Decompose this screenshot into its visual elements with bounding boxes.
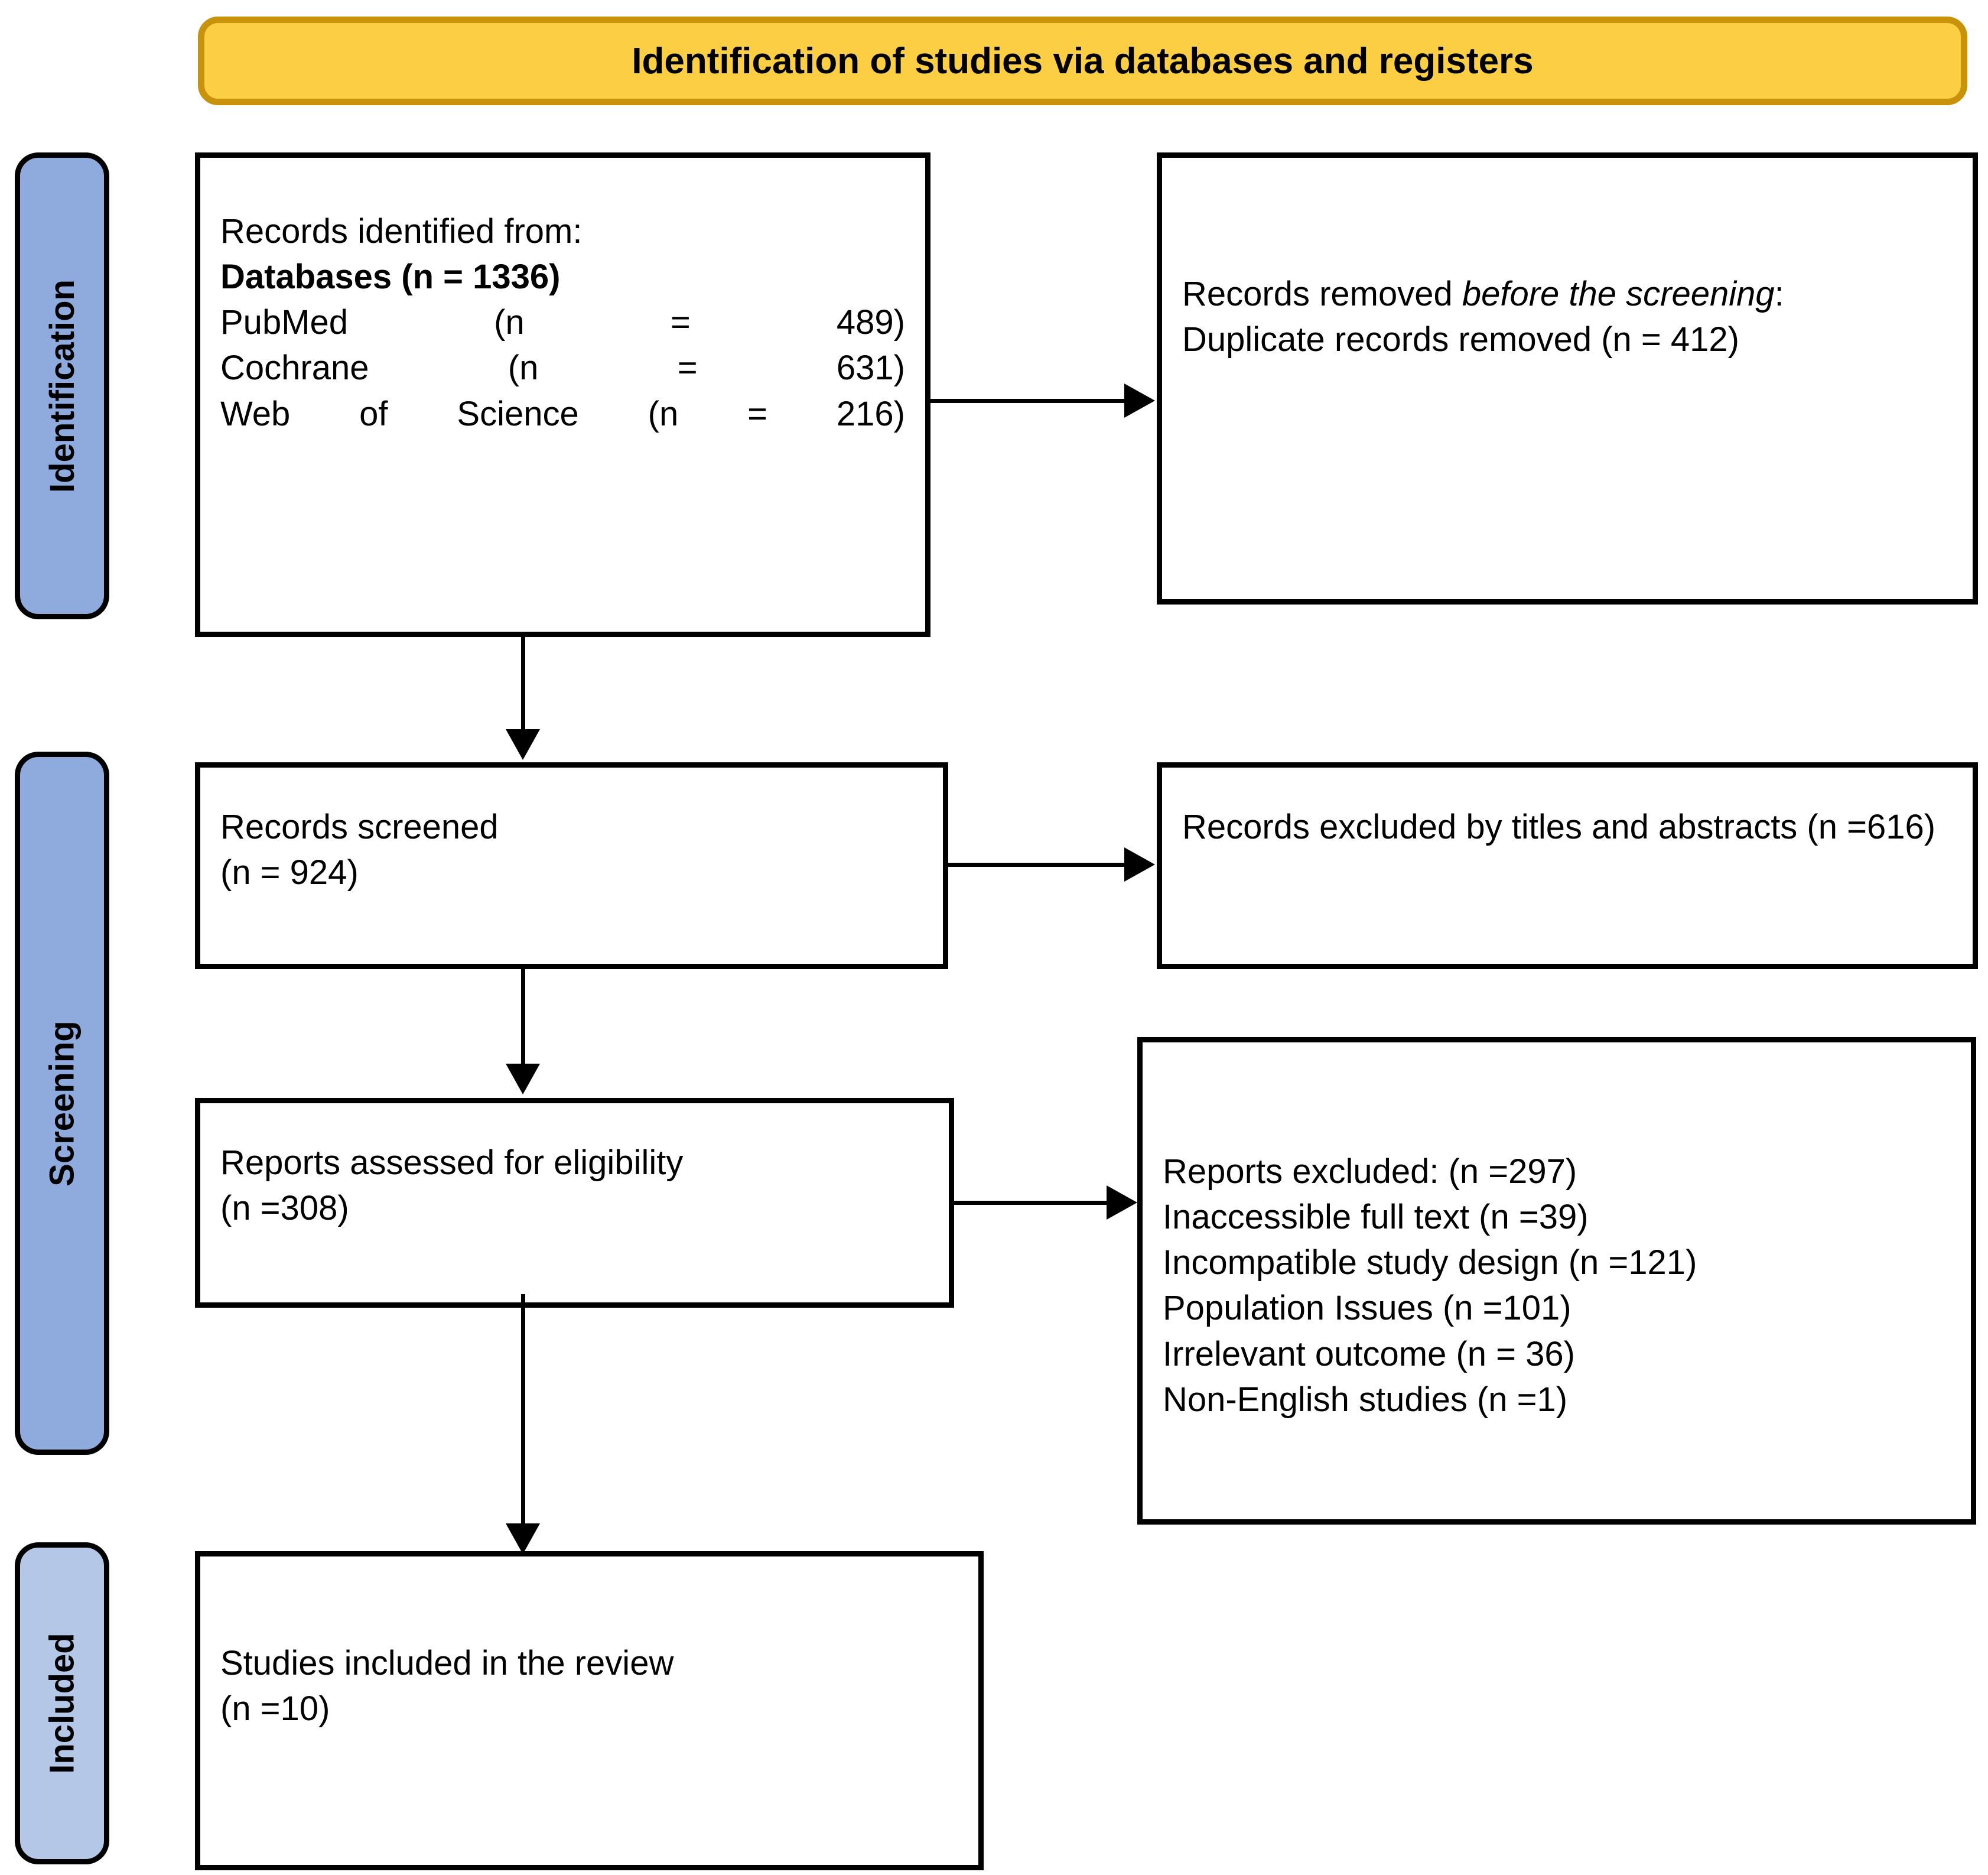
connector-identified-to-removed (930, 399, 1125, 403)
reports-excluded-study-design: Incompatible study design (n =121) (1163, 1243, 1697, 1282)
records-identified-databases: Databases (n = 1336) (220, 258, 561, 297)
records-identified-pubmed: PubMed (n = 489) (220, 303, 905, 342)
box-records-removed: Records removed before the screening: Du… (1157, 152, 1978, 605)
studies-included-label: Studies included in the review (220, 1644, 674, 1682)
connector-eligibility-to-reports-excluded (954, 1201, 1109, 1205)
box-reports-assessed-eligibility: Reports assessed for eligibility (n =308… (195, 1098, 954, 1308)
box-records-screened: Records screened (n = 924) (195, 762, 948, 969)
box-reports-excluded: Reports excluded: (n =297) Inaccessible … (1137, 1037, 1976, 1525)
stage-label-identification-text: Identification (43, 279, 82, 493)
records-identified-heading: Records identified from: (220, 212, 583, 251)
arrowhead-identified-to-removed (1124, 384, 1155, 418)
records-screened-count: (n = 924) (220, 853, 359, 892)
records-screened-label: Records screened (220, 808, 499, 846)
records-identified-cochrane: Cochrane (n = 631) (220, 349, 905, 388)
arrowhead-eligibility-to-reports-excluded (1107, 1185, 1137, 1220)
records-identified-wos: Web of Science (n = 216) (220, 394, 905, 433)
reports-assessed-label: Reports assessed for eligibility (220, 1143, 684, 1182)
stage-label-screening: Screening (15, 752, 109, 1455)
records-removed-heading: Records removed before the screening: (1182, 271, 1953, 317)
reports-excluded-population: Population Issues (n =101) (1163, 1289, 1571, 1328)
records-removed-heading-italic: before the screening (1462, 275, 1775, 313)
arrowhead-screened-to-excluded (1124, 847, 1155, 882)
arrowhead-eligibility-to-included (506, 1523, 540, 1554)
studies-included-count: (n =10) (220, 1689, 330, 1728)
stage-label-included-text: Included (43, 1633, 82, 1774)
reports-excluded-total: Reports excluded: (n =297) (1163, 1152, 1577, 1191)
box-records-identified: Records identified from: Databases (n = … (195, 152, 930, 637)
records-removed-heading-tail: : (1774, 275, 1784, 313)
reports-excluded-inaccessible: Inaccessible full text (n =39) (1163, 1198, 1589, 1237)
connector-screened-to-excluded (948, 863, 1127, 867)
diagram-header-banner: Identification of studies via databases … (198, 17, 1967, 105)
reports-excluded-non-english: Non-English studies (n =1) (1163, 1380, 1568, 1419)
stage-label-included: Included (15, 1542, 109, 1864)
stage-label-identification: Identification (15, 152, 109, 619)
connector-eligibility-to-included (521, 1294, 525, 1525)
arrowhead-screened-to-eligibility (506, 1064, 540, 1094)
duplicate-records-removed: Duplicate records removed (n = 412) (1182, 320, 1739, 359)
connector-identified-to-screened (521, 637, 525, 730)
connector-screened-to-eligibility (521, 969, 525, 1065)
reports-excluded-outcome: Irrelevant outcome (n = 36) (1163, 1334, 1575, 1373)
reports-assessed-count: (n =308) (220, 1189, 349, 1228)
banner-title: Identification of studies via databases … (632, 40, 1534, 82)
records-excluded-titles-abstracts-text: Records excluded by titles and abstracts… (1182, 808, 1936, 846)
stage-label-screening-text: Screening (43, 1020, 82, 1187)
records-removed-heading-plain: Records removed (1182, 275, 1462, 313)
box-studies-included: Studies included in the review (n =10) (195, 1551, 984, 1870)
arrowhead-identified-to-screened (506, 729, 540, 760)
box-records-excluded-titles-abstracts: Records excluded by titles and abstracts… (1157, 762, 1978, 969)
